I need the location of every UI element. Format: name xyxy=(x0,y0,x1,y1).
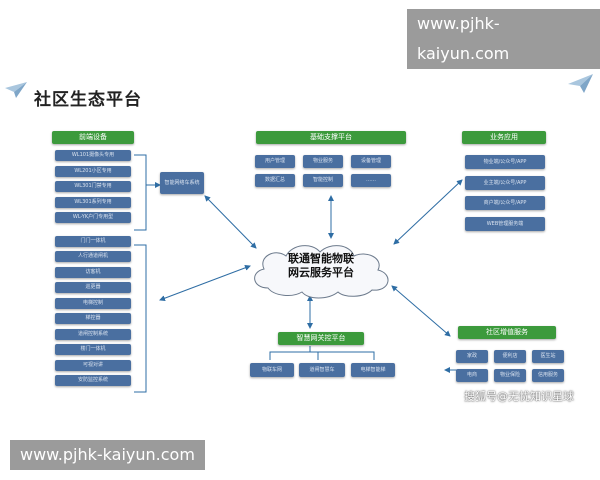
node-box: 用户管理 xyxy=(255,155,295,168)
base-platform-header: 基础支撑平台 xyxy=(256,131,406,144)
node-box: WL-YK户门专用型 xyxy=(55,212,131,223)
smart-item: 电梯智能梯 xyxy=(351,363,395,377)
business-header: 业务应用 xyxy=(462,131,546,144)
node-box: 物业端/公众号/APP xyxy=(465,155,545,169)
node-box: 安防监控系统 xyxy=(55,375,131,386)
smart-platform-header: 智慧网关控平台 xyxy=(278,332,364,345)
node-box: 巡更器 xyxy=(55,282,131,293)
node-box: 电梯控制 xyxy=(55,297,131,309)
paper-plane-left-icon xyxy=(5,82,27,98)
node-box: 家政 xyxy=(456,350,488,363)
node-box: 物业保险 xyxy=(494,369,526,382)
paper-plane-right-icon xyxy=(568,74,593,93)
credit-text: 搜狐号@无忧知识星球 xyxy=(464,390,574,403)
node-box: 商户端/公众号/APP xyxy=(465,196,545,210)
node-box: 业主端/公众号/APP xyxy=(465,175,545,190)
node-box: WL301系列专用 xyxy=(55,196,131,208)
page-title: 社区生态平台 xyxy=(34,90,142,110)
node-box: 门门一体机 xyxy=(55,235,131,247)
cloud-label: 联通智能物联 网云服务平台 xyxy=(262,252,380,280)
smart-item: 道闸智慧车 xyxy=(299,363,345,377)
node-box: 人行通道闸机 xyxy=(55,251,131,262)
node-box: 电商 xyxy=(456,369,488,382)
watermark-top: www.pjhk-kaiyun.com xyxy=(407,9,600,69)
front-devices-header: 前端设备 xyxy=(52,131,134,144)
node-box: 便利店 xyxy=(494,350,526,363)
cloud-line-2: 网云服务平台 xyxy=(288,266,354,279)
node-box: WL101摄像头专用 xyxy=(55,150,131,161)
node-box: 梯控器 xyxy=(55,313,131,324)
node-box: 信用服务 xyxy=(532,369,564,382)
node-box: 楼门一体机 xyxy=(55,344,131,355)
node-box: 可视对讲 xyxy=(55,359,131,371)
node-box: 访客机 xyxy=(55,266,131,278)
node-box: 设备管理 xyxy=(351,155,391,168)
node-box: 医生站 xyxy=(532,350,564,363)
node-box: …… xyxy=(351,174,391,187)
node-box: WEB管理服务端 xyxy=(465,216,545,231)
cloud-line-1: 联通智能物联 xyxy=(288,252,354,265)
node-box: WL301门禁专用 xyxy=(55,181,131,192)
node-box: 道闸控制系统 xyxy=(55,328,131,340)
smart-item: 物联车网 xyxy=(250,363,294,377)
cloud-icon xyxy=(254,245,389,299)
watermark-bottom: www.pjhk-kaiyun.com xyxy=(10,440,205,470)
community-header: 社区增值服务 xyxy=(458,326,556,339)
gateway-box: 智能网络车系统 xyxy=(160,172,204,194)
node-box: 物业服务 xyxy=(303,155,343,168)
node-box: WL201小区专用 xyxy=(55,165,131,177)
node-box: 智能控制 xyxy=(303,174,343,187)
node-box: 数据汇总 xyxy=(255,174,295,187)
